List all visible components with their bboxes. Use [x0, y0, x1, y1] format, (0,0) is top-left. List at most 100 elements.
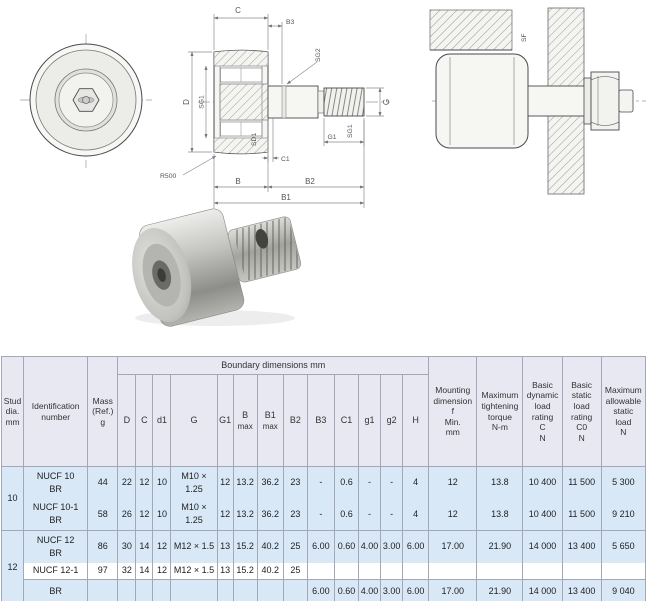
cell-g1: -: [357, 498, 382, 531]
cell-B3: 6.00: [306, 579, 335, 601]
cell-mounting-f: 17.00: [428, 530, 478, 563]
cell-B3: -: [306, 466, 335, 499]
thread: [323, 87, 365, 117]
cell-dynamic-load: 10 400: [522, 498, 563, 531]
col-header-H: H: [402, 374, 430, 467]
cross-section-view: C B3 SG2 D SG1 SD1 C1 G1 SG1 G R500 B B2…: [160, 6, 391, 208]
mounting-view: SF: [429, 7, 646, 195]
cell-static-load: [561, 562, 602, 580]
cell-C: [135, 579, 154, 601]
cell-B: 15.2: [232, 530, 258, 563]
col-header-B3: B3: [306, 374, 335, 467]
cell-mounting-f: 17.00: [428, 579, 478, 601]
dim-label-sg1-right: SG1: [347, 124, 354, 138]
cell-allowable-load: 9 210: [600, 498, 647, 531]
mount-wall-bottom: [547, 113, 585, 195]
stud-flange-section: [219, 83, 269, 121]
bearing-spec-table: Stud dia. mm Identification number Mass …: [0, 356, 647, 601]
dim-label-sd1: SD1: [251, 133, 258, 146]
cell-d1: 12: [152, 562, 172, 580]
identification-value: BR: [23, 579, 89, 601]
cell-B2: 23: [282, 466, 308, 499]
col-header-static-load: Basic static load rating C0 N: [561, 356, 602, 467]
cell-B: 13.2: [232, 498, 258, 531]
cell-dynamic-load: [522, 562, 563, 580]
thread-relief: [317, 90, 325, 114]
cell-D: 30: [117, 530, 137, 563]
col-header-mass: Mass (Ref.) g: [87, 356, 119, 467]
id-line: BR: [49, 547, 62, 558]
col-header-G1: G1: [216, 374, 234, 467]
dim-max-label: max: [262, 421, 278, 431]
mass-value: 97: [87, 562, 119, 580]
dim-label-b: B: [235, 177, 240, 186]
cell-g1: 4.00: [357, 579, 382, 601]
track-rail-section: [429, 9, 513, 51]
drawings-canvas: C B3 SG2 D SG1 SD1 C1 G1 SG1 G R500 B B2…: [20, 6, 646, 327]
cell-G1: 13: [216, 562, 234, 580]
table-row-nucf-12-1: NUCF 12-1 97 32 14 12 M12 × 1.5 13 15.2 …: [2, 562, 647, 580]
cell-mounting-f: [428, 562, 478, 580]
dim-label-b2: B2: [305, 177, 315, 186]
cell-B2: 25: [282, 562, 308, 580]
cell-dynamic-load: 10 400: [522, 466, 563, 499]
render-thread-texture: [232, 216, 301, 281]
stud-dia-value: 12: [0, 530, 25, 601]
outer-ring-section-bottom: [213, 137, 269, 155]
dim-label-b3: B3: [286, 19, 295, 26]
id-line: NUCF 10: [36, 470, 75, 481]
col-header-stud-dia: Stud dia. mm: [0, 356, 25, 467]
cell-B1: 36.2: [256, 498, 284, 531]
col-header-G: G: [170, 374, 218, 467]
cell-C1: 0.6: [333, 498, 360, 531]
mass-value: [87, 579, 119, 601]
mass-value: 58: [87, 498, 119, 531]
dim-label-c1: C1: [281, 156, 290, 163]
stud-end: [618, 89, 634, 113]
cell-g1: -: [357, 466, 382, 499]
cell-static-load: 13 400: [561, 579, 602, 601]
dim-max-label: max: [237, 421, 253, 431]
id-line: NUCF 12-1: [32, 565, 79, 576]
cell-C: 12: [135, 466, 154, 499]
cell-d1: [152, 579, 172, 601]
cell-H: [402, 562, 430, 580]
cell-G: M12 × 1.5: [170, 530, 218, 563]
cell-g2: -: [380, 466, 404, 499]
col-header-dynamic-load: Basic dynamic load rating C N: [522, 356, 563, 467]
col-header-identification: Identification number: [23, 356, 89, 467]
cell-g1: [357, 562, 382, 580]
cell-dynamic-load: 14 000: [522, 579, 563, 601]
cell-G1: 13: [216, 530, 234, 563]
cell-C: 14: [135, 530, 154, 563]
cell-H: 6.00: [402, 530, 430, 563]
cell-B: [232, 579, 258, 601]
mass-value: 44: [87, 466, 119, 499]
col-header-mounting-dimension: Mounting dimension f Min. mm: [428, 356, 478, 467]
cell-B1: 40.2: [256, 562, 284, 580]
cell-static-load: 11 500: [561, 498, 602, 531]
cell-allowable-load: [600, 562, 647, 580]
cell-allowable-load: 5 300: [600, 466, 647, 499]
dim-label-c: C: [235, 6, 241, 15]
cell-B1: [256, 579, 284, 601]
dim-label-g: G: [382, 99, 391, 105]
cell-allowable-load: 9 040: [600, 579, 647, 601]
col-header-allowable-load: Maximum allowable static load N: [600, 356, 647, 467]
cell-C1: 0.60: [333, 530, 360, 563]
dim-letter: B1: [264, 410, 276, 421]
cell-D: 22: [117, 466, 137, 499]
cell-G1: [216, 579, 234, 601]
stud-groove: [281, 85, 287, 119]
cell-D: 32: [117, 562, 137, 580]
cell-mounting-f: 12: [428, 498, 478, 531]
cell-G: M10 × 1.25: [170, 466, 218, 499]
cell-D: [117, 579, 137, 601]
cell-B2: 25: [282, 530, 308, 563]
mount-wall-top: [547, 7, 585, 89]
cell-g2: 3.00: [380, 579, 404, 601]
